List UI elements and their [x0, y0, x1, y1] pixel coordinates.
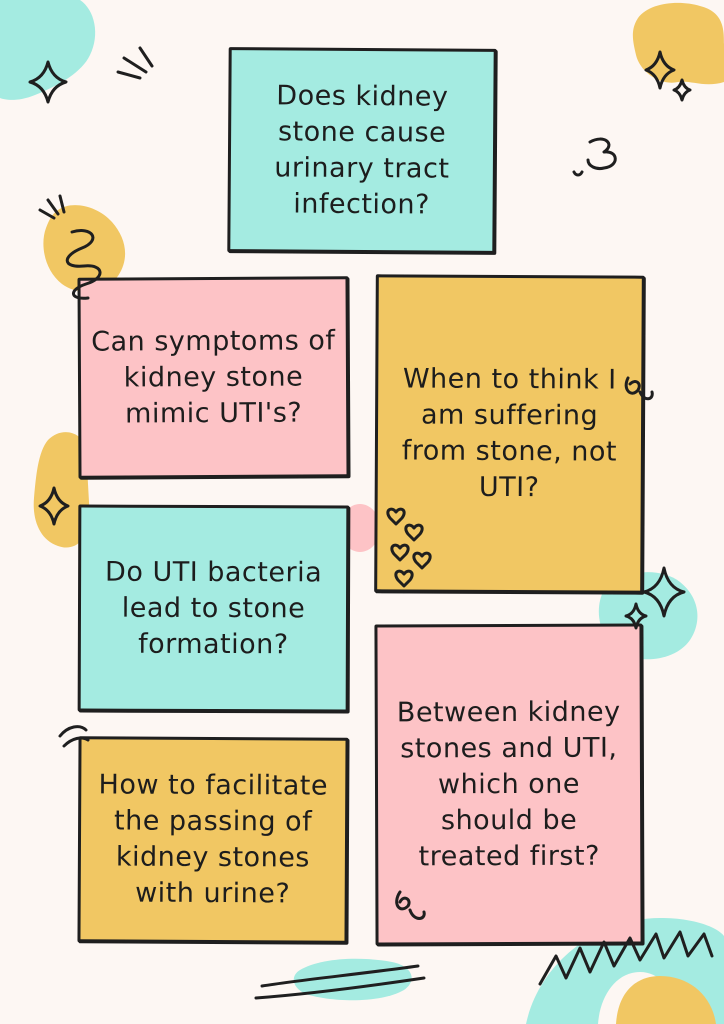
- question-text: Can symptoms of kidney stone mimic UTI's…: [91, 324, 336, 429]
- question-card-3: When to think I am suffering from stone,…: [374, 274, 645, 594]
- question-text: When to think I am suffering from stone,…: [401, 363, 618, 504]
- question-card-5: Between kidney stones and UTI, which one…: [374, 623, 644, 946]
- question-text: Does kidney stone cause urinary tract in…: [274, 79, 450, 220]
- question-card-6: How to facilitate the passing of kidney …: [77, 736, 349, 944]
- question-card-4: Do UTI bacteria lead to stone formation?: [77, 504, 350, 713]
- question-text: How to facilitate the passing of kidney …: [98, 769, 329, 910]
- blob-shape: [340, 504, 380, 552]
- blob-shape: [616, 976, 716, 1024]
- blob-shape: [293, 958, 412, 1001]
- question-text: Do UTI bacteria lead to stone formation?: [105, 556, 323, 660]
- question-card-2: Can symptoms of kidney stone mimic UTI's…: [77, 276, 350, 479]
- question-card-1: Does kidney stone cause urinary tract in…: [227, 47, 497, 254]
- blob-shape: [0, 0, 96, 100]
- question-text: Between kidney stones and UTI, which one…: [396, 696, 621, 872]
- blob-shape: [632, 2, 724, 85]
